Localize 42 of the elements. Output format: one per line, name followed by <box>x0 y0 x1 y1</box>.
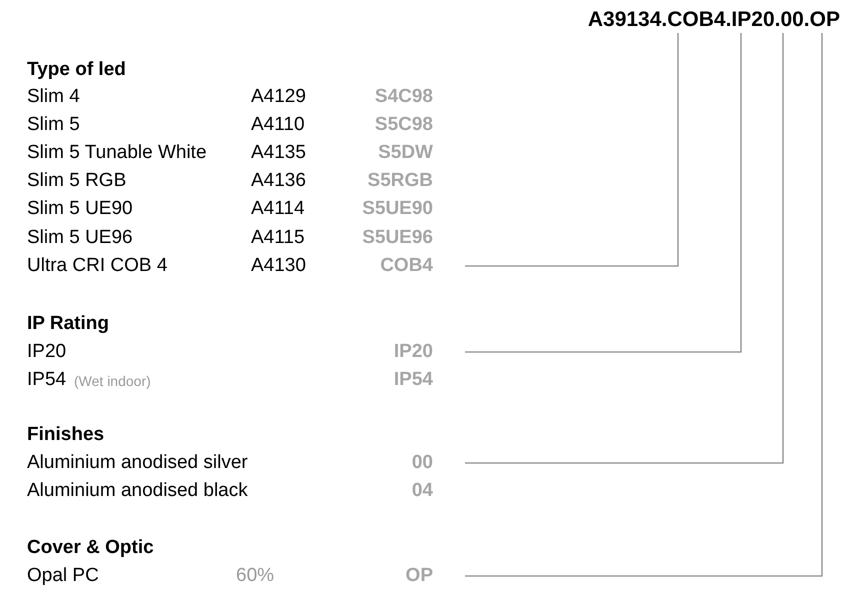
option-code: IP54 <box>394 369 433 391</box>
option-code: 04 <box>412 480 433 502</box>
option-name: Slim 5 RGB <box>27 170 126 192</box>
option-code: S5UE90 <box>362 198 433 220</box>
option-name: Aluminium anodised silver <box>27 452 248 474</box>
leader-line <box>465 33 784 464</box>
option-code: S5RGB <box>368 170 433 192</box>
section-heading: Cover & Optic <box>27 537 154 559</box>
option-name: Aluminium anodised black <box>27 480 248 502</box>
article-number: A4115 <box>251 227 305 249</box>
article-number: A4135 <box>251 142 306 164</box>
section-heading: Finishes <box>27 424 104 446</box>
option-code: OP <box>406 565 433 587</box>
option-code: S4C98 <box>374 86 433 108</box>
percentage-value: 60% <box>236 565 274 587</box>
option-name: Slim 5 <box>27 114 80 136</box>
option-name: Slim 5 UE90 <box>27 198 133 220</box>
article-number: A4110 <box>251 114 305 136</box>
option-code: S5C98 <box>374 114 433 136</box>
option-name: Ultra CRI COB 4 <box>27 255 168 277</box>
leader-line <box>465 33 823 577</box>
option-code: COB4 <box>380 255 433 277</box>
option-name: Slim 5 UE96 <box>27 227 133 249</box>
option-name: Opal PC <box>27 565 99 587</box>
option-code: S5UE96 <box>362 227 433 249</box>
option-code: IP20 <box>394 341 433 363</box>
article-number: A4114 <box>251 198 305 220</box>
option-name: Slim 5 Tunable White <box>27 142 207 164</box>
section-heading: IP Rating <box>27 313 109 335</box>
section-heading: Type of led <box>27 59 126 81</box>
option-code: S5DW <box>378 142 433 164</box>
article-number: A4129 <box>251 86 306 108</box>
product-code: A39134.COB4.IP20.00.OP <box>588 9 840 31</box>
option-name: Slim 4 <box>27 86 80 108</box>
option-name: IP20 <box>27 341 66 363</box>
option-name: IP54 <box>27 369 66 391</box>
article-number: A4130 <box>251 255 306 277</box>
leader-line <box>465 33 679 267</box>
option-code: 00 <box>412 452 433 474</box>
article-number: A4136 <box>251 170 306 192</box>
leader-line <box>465 33 742 353</box>
option-note: (Wet indoor) <box>74 372 151 391</box>
